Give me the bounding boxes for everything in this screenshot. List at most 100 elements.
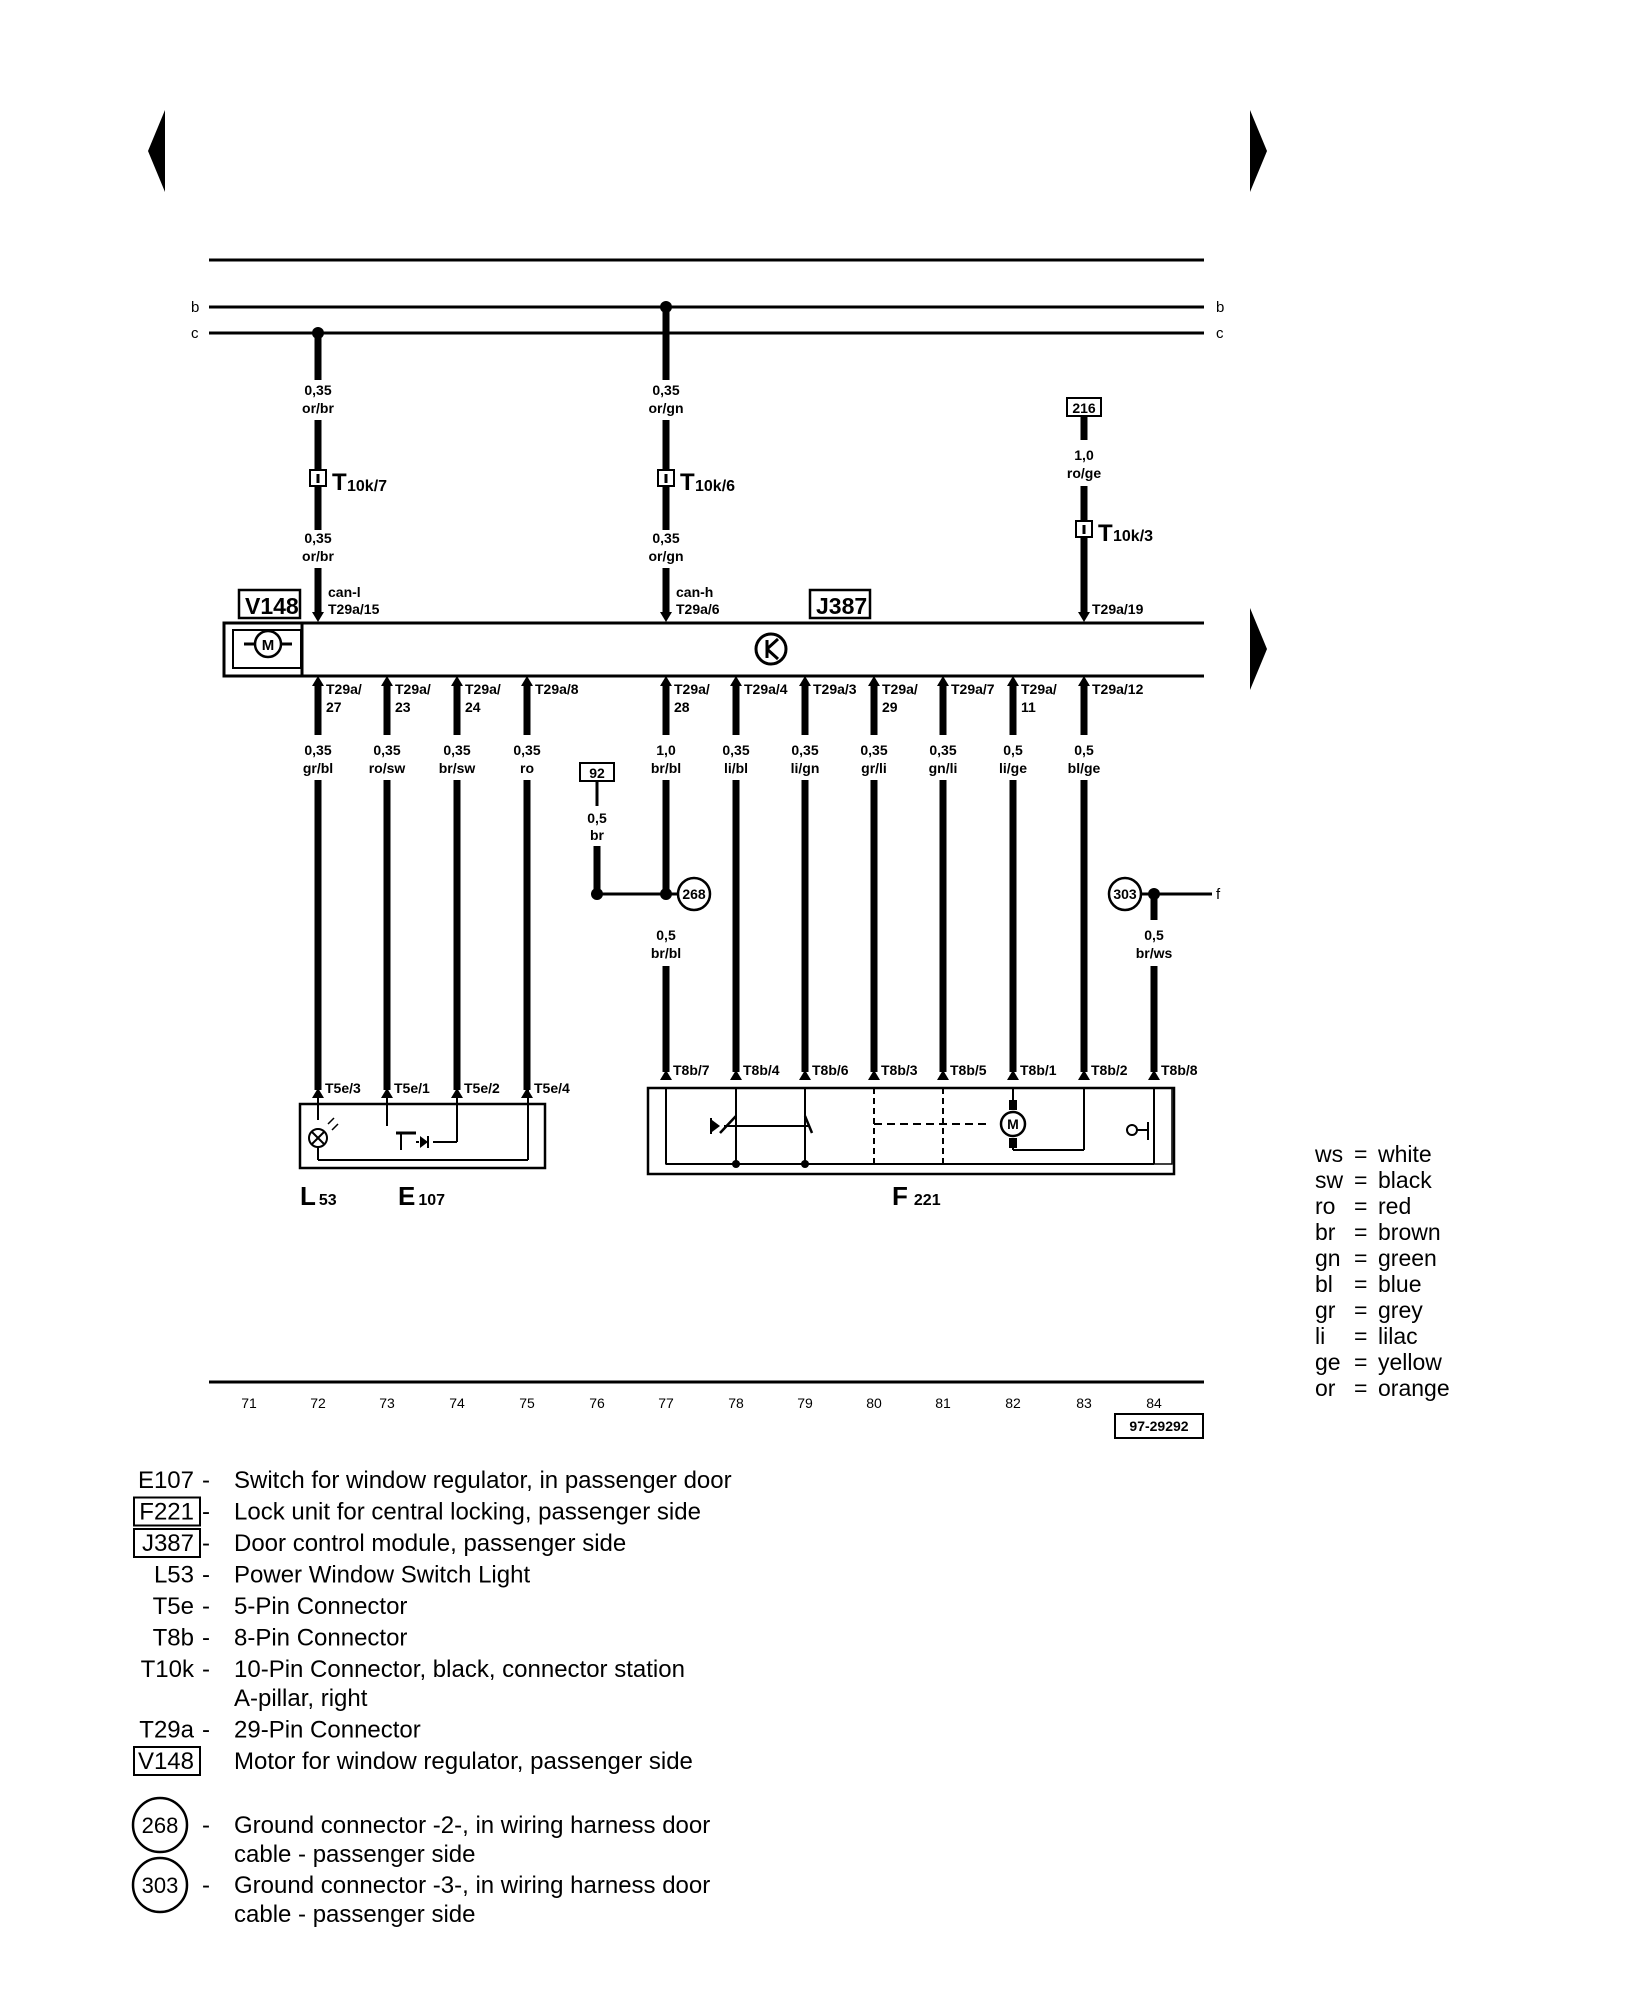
legend-code: T8b	[153, 1625, 194, 1652]
legend-code: V148	[138, 1748, 194, 1775]
color-name: grey	[1378, 1297, 1423, 1323]
end-pin-label: T8b/5	[950, 1062, 987, 1078]
wire-color: or/gn	[649, 548, 684, 564]
color-key-row: bl=blue	[1315, 1271, 1421, 1297]
legend-description: 10-Pin Connector, black, connector stati…	[234, 1656, 685, 1683]
motor-icon	[253, 629, 283, 659]
junction-dot	[591, 888, 603, 900]
upper-wire-72: 0,35 or/br T 10k/7 0,35 or/br can-l T29a…	[302, 333, 387, 622]
color-name: lilac	[1378, 1323, 1418, 1349]
color-code: ro	[1315, 1193, 1335, 1219]
end-pin-label: T5e/4	[534, 1080, 570, 1096]
track-number: 71	[241, 1395, 257, 1411]
bus-lines: b b c c	[191, 299, 1224, 342]
lamp-ray	[327, 1117, 335, 1125]
pin-arrow-icon	[1148, 1070, 1160, 1080]
legend-dash: -	[202, 1717, 210, 1744]
color-name: orange	[1378, 1375, 1450, 1401]
nav-next-arrow-icon[interactable]	[1250, 110, 1267, 192]
legend-dash: -	[202, 1625, 210, 1652]
color-key-row: ro = red	[1315, 1193, 1411, 1219]
color-key-sep: =	[1354, 1193, 1367, 1219]
color-key-sep: =	[1354, 1271, 1367, 1297]
nav-continue-arrow-icon[interactable]	[1250, 608, 1267, 690]
wire-size: 0,35	[791, 742, 818, 758]
end-pin-label: T8b/3	[881, 1062, 918, 1078]
pin-label: T29a/6	[676, 601, 720, 617]
pin-arrow-icon	[521, 676, 533, 686]
lamp-cross	[311, 1131, 325, 1145]
pin-arrow-icon	[1078, 1070, 1090, 1080]
ground-description: cable - passenger side	[234, 1901, 475, 1928]
legend-row: T29a-29-Pin Connector	[139, 1717, 420, 1744]
pin-label: T29a/19	[1092, 601, 1144, 617]
upper-wire-83: 216 1,0 ro/ge T 10k/3 T29a/19	[1066, 397, 1153, 622]
ground-code: 303	[142, 1873, 179, 1898]
ground-303-label: 303	[1113, 886, 1137, 902]
pin-arrow-icon	[660, 676, 672, 686]
diagram-ref-number: 97-29292	[1129, 1418, 1188, 1434]
color-name: red	[1378, 1193, 1411, 1219]
bus-b-label-right: b	[1216, 299, 1224, 316]
ground-legend-row: 303-Ground connector -3-, in wiring harn…	[131, 1856, 710, 1928]
wire-color: br/ws	[1136, 945, 1173, 961]
pin-label: T29a/	[465, 681, 501, 697]
pin-label: T29a/	[395, 681, 431, 697]
legend-code-box	[133, 1746, 201, 1776]
wire-size: 1,0	[656, 742, 676, 758]
pin-arrow-icon	[868, 1070, 880, 1080]
end-pin-label: T5e/1	[394, 1080, 430, 1096]
legend-row: T5e-5-Pin Connector	[153, 1593, 408, 1620]
wire-color: gr/li	[861, 760, 887, 776]
color-name: green	[1378, 1245, 1437, 1271]
end-pin-label: T8b/7	[673, 1062, 710, 1078]
nav-prev-arrow-icon[interactable]	[148, 110, 165, 192]
connector-sub: 10k/7	[347, 478, 387, 495]
bus-c-label-left: c	[191, 325, 199, 342]
ground-268-icon	[676, 876, 712, 912]
color-key-row: ge=yellow	[1315, 1349, 1442, 1375]
pin-arrow-icon	[1007, 1070, 1019, 1080]
lock-motor-letter: M	[1007, 1116, 1019, 1132]
color-key: ws=whitesw=blackro=redbr=browngn=greenbl…	[1314, 1141, 1450, 1401]
wire-size: 0,5	[1144, 927, 1164, 943]
color-key-sep: =	[1354, 1323, 1367, 1349]
legend-code: T10k	[141, 1656, 195, 1683]
pin-label: T29a/	[1021, 681, 1057, 697]
legend-code: T29a	[139, 1717, 194, 1744]
pin-arrow-icon	[312, 676, 324, 686]
ground-symbol-icon	[131, 1796, 189, 1854]
pin-label: T29a/12	[1092, 681, 1144, 697]
wire-size: 0,5	[656, 927, 676, 943]
color-name: brown	[1378, 1219, 1441, 1245]
color-code: ws	[1314, 1141, 1343, 1167]
track-number: 74	[449, 1395, 465, 1411]
color-code: gn	[1315, 1245, 1341, 1271]
legend-dash: -	[202, 1593, 210, 1620]
legend-dash: -	[202, 1499, 210, 1526]
color-code: br	[1315, 1219, 1336, 1245]
color-key-sep: =	[1354, 1245, 1367, 1271]
switch-arrow-icon	[712, 1120, 720, 1132]
color-key-sep: =	[1354, 1167, 1367, 1193]
switch-box-outline	[298, 1102, 547, 1170]
pin-label: T29a/8	[535, 681, 579, 697]
pin-arrow-icon	[799, 1070, 811, 1080]
end-pin-label: T8b/2	[1091, 1062, 1128, 1078]
legend-description: 5-Pin Connector	[234, 1593, 407, 1620]
legend-row: J387-Door control module, passenger side	[133, 1528, 626, 1558]
wire-color: ro/ge	[1067, 465, 1101, 481]
ground-description: Ground connector -2-, in wiring harness …	[234, 1812, 710, 1839]
legend-description: Lock unit for central locking, passenger…	[234, 1499, 701, 1526]
track-number: 83	[1076, 1395, 1092, 1411]
ground-description: Ground connector -3-, in wiring harness …	[234, 1872, 710, 1899]
color-key-sep: =	[1354, 1375, 1367, 1401]
